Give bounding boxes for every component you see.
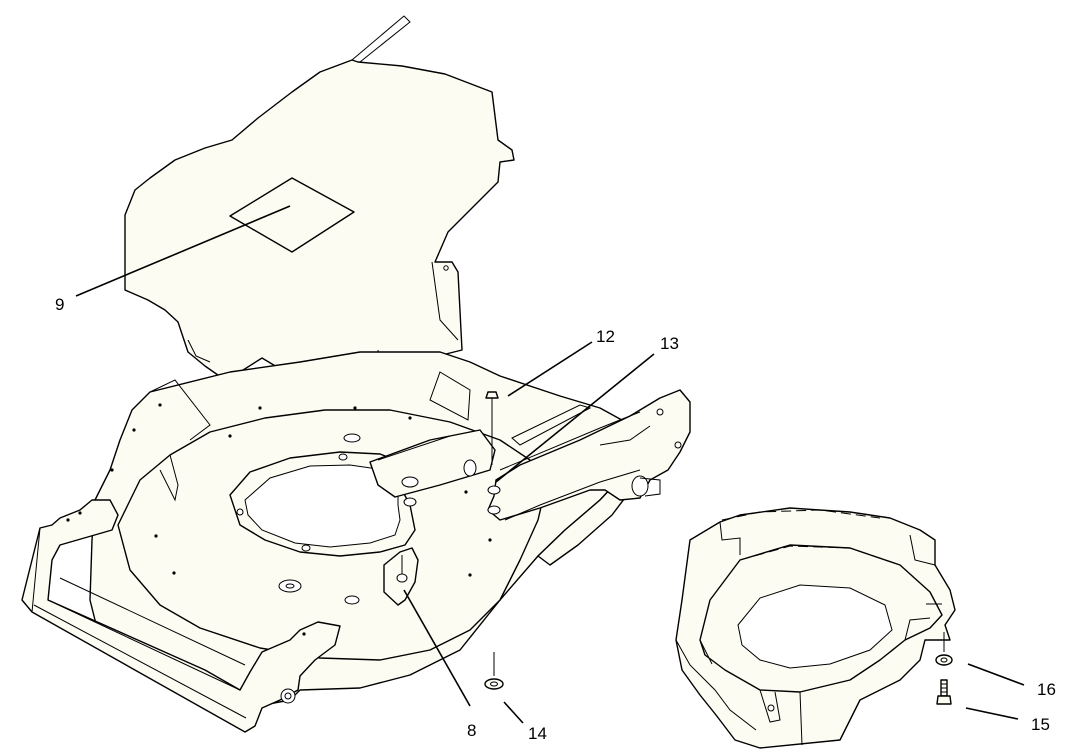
leader-8	[403, 589, 471, 707]
leader-15	[965, 707, 1019, 720]
callout-16: 16	[1037, 680, 1056, 699]
part-12-bolt	[485, 391, 499, 465]
part-8-bracket	[383, 547, 419, 606]
callout-14: 14	[528, 724, 547, 743]
callout-12: 12	[596, 327, 615, 346]
part-16-washer	[935, 632, 953, 666]
engine-decal	[229, 177, 355, 253]
mower-deck	[89, 351, 641, 707]
callout-8: 8	[467, 721, 477, 740]
callout-9: 9	[55, 295, 65, 314]
leader-16	[967, 663, 1025, 686]
leader-lines	[75, 205, 1025, 724]
leader-12	[507, 341, 593, 397]
part-14-nut	[484, 652, 504, 690]
leader-13	[495, 353, 655, 483]
part-15-screw	[936, 679, 952, 705]
deck-front-bumper	[21, 499, 341, 733]
callout-13: 13	[660, 334, 679, 353]
engine-assembly	[124, 15, 515, 395]
rear-chute-bracket	[487, 389, 691, 521]
callout-15: 15	[1031, 715, 1050, 734]
grass-catcher	[675, 507, 956, 749]
leader-14	[503, 701, 524, 724]
leader-9	[75, 205, 291, 297]
